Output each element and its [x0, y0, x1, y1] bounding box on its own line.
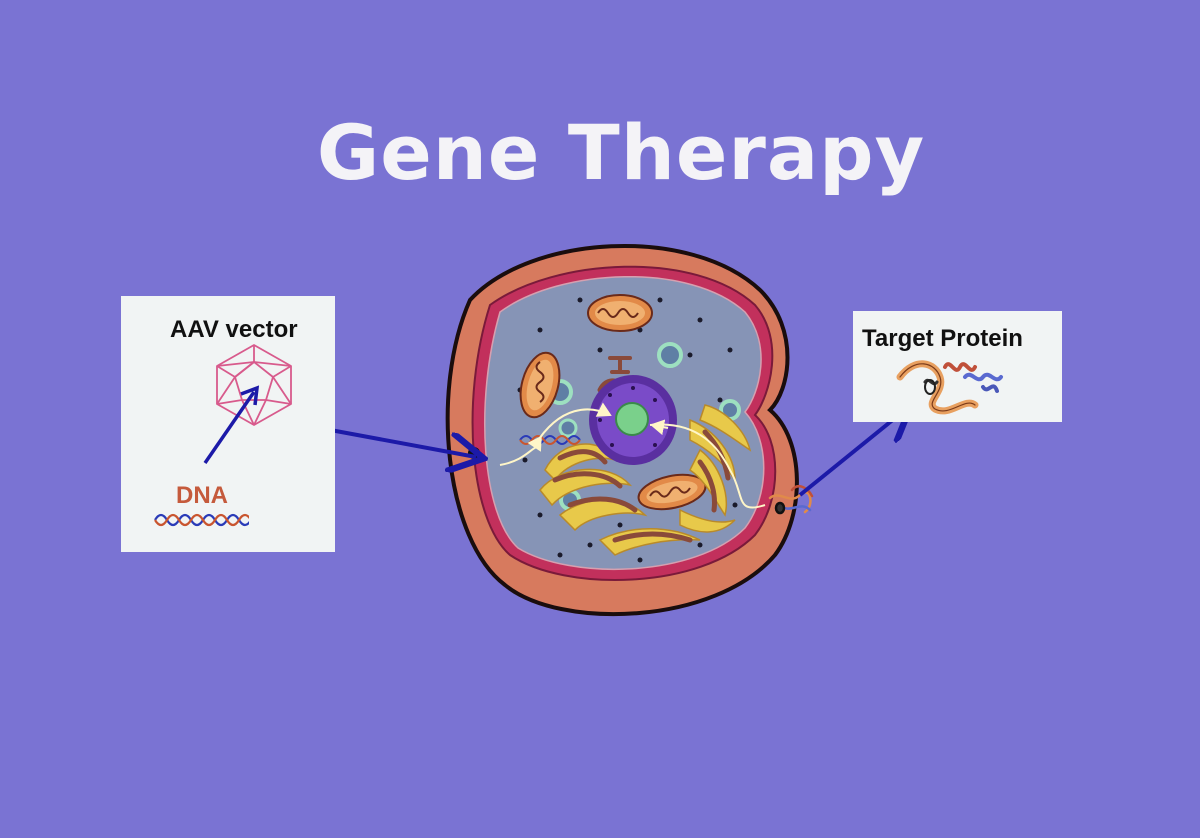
nucleolus	[615, 402, 649, 436]
golgi	[608, 356, 632, 374]
aav-vector-card: AAV vector DNA	[121, 296, 335, 552]
nucleus	[589, 375, 677, 465]
dna-helix-icon	[154, 513, 249, 527]
protein-export-arrow	[798, 410, 905, 497]
aav-vector-label: AAV vector	[170, 316, 298, 343]
dna-label: DNA	[176, 482, 228, 509]
cell	[445, 243, 814, 617]
dna-into-capsid-arrow	[203, 385, 260, 464]
mitochondria	[519, 294, 707, 511]
page-title: Gene Therapy	[316, 108, 926, 197]
aav-capsid-icon	[216, 344, 292, 426]
ribosome-dots	[517, 297, 738, 563]
target-protein-label: Target Protein	[862, 325, 1023, 352]
protein-structure-icon	[896, 360, 1003, 415]
target-protein-card: Target Protein	[853, 311, 1062, 422]
transport-paths	[499, 402, 766, 509]
